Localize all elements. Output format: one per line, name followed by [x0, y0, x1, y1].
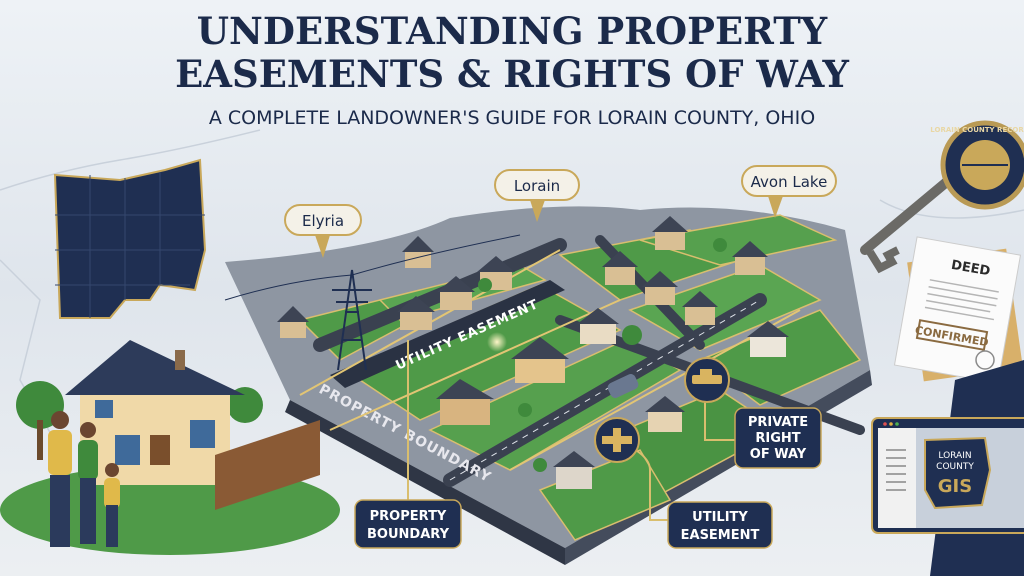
- subtitle: A COMPLETE LANDOWNER'S GUIDE FOR LORAIN …: [209, 107, 815, 129]
- callout-utility-easement: UTILITY EASEMENT: [667, 501, 773, 549]
- callout-text: OF WAY: [750, 447, 807, 462]
- deed-title: DEED: [950, 258, 992, 280]
- callout-text: EASEMENT: [681, 528, 760, 543]
- family-house-illustration: [0, 340, 340, 555]
- gis-line-3: GIS: [938, 476, 972, 497]
- callout-property-boundary: PROPERTY BOUNDARY: [354, 499, 462, 549]
- marker-label: Avon Lake: [751, 173, 828, 191]
- car-icon: [607, 374, 639, 398]
- callout-text: BOUNDARY: [367, 527, 450, 542]
- pipeline-icon: [594, 417, 640, 463]
- family-people: [48, 411, 120, 547]
- title-line-2: EASEMENTS & RIGHTS OF WAY: [175, 52, 849, 96]
- marker-label: Elyria: [302, 212, 344, 230]
- callout-text: PRIVATE: [748, 415, 808, 430]
- gis-line-2: COUNTY: [936, 462, 974, 472]
- ohio-map-icon: [53, 158, 207, 319]
- callout-text: RIGHT: [755, 431, 800, 446]
- seal-text: LORAIN COUNTY RECORDER: [930, 126, 1024, 134]
- truck-icon: [684, 357, 730, 403]
- marker-avon-lake[interactable]: Avon Lake: [741, 165, 837, 218]
- marker-elyria[interactable]: Elyria: [284, 204, 362, 258]
- gis-line-1: LORAIN: [938, 451, 971, 461]
- title-line-1: UNDERSTANDING PROPERTY: [197, 9, 828, 53]
- callout-text: PROPERTY: [370, 509, 447, 524]
- gis-monitor: LORAIN COUNTY GIS: [871, 360, 1024, 576]
- callout-private-right-of-way: PRIVATE RIGHT OF WAY: [734, 407, 822, 469]
- deed-document: DEED CONFIRMED: [893, 236, 1023, 384]
- map-houses: [277, 216, 789, 489]
- callout-text: UTILITY: [692, 510, 748, 525]
- seal-check-icon: [975, 350, 995, 370]
- recorder-seal: LORAIN COUNTY RECORDER: [930, 120, 1024, 210]
- marker-lorain[interactable]: Lorain: [494, 169, 580, 222]
- map-trees: [478, 238, 727, 472]
- key-icon: [860, 170, 960, 274]
- power-tower-icon: [224, 234, 521, 371]
- marker-label: Lorain: [514, 177, 560, 195]
